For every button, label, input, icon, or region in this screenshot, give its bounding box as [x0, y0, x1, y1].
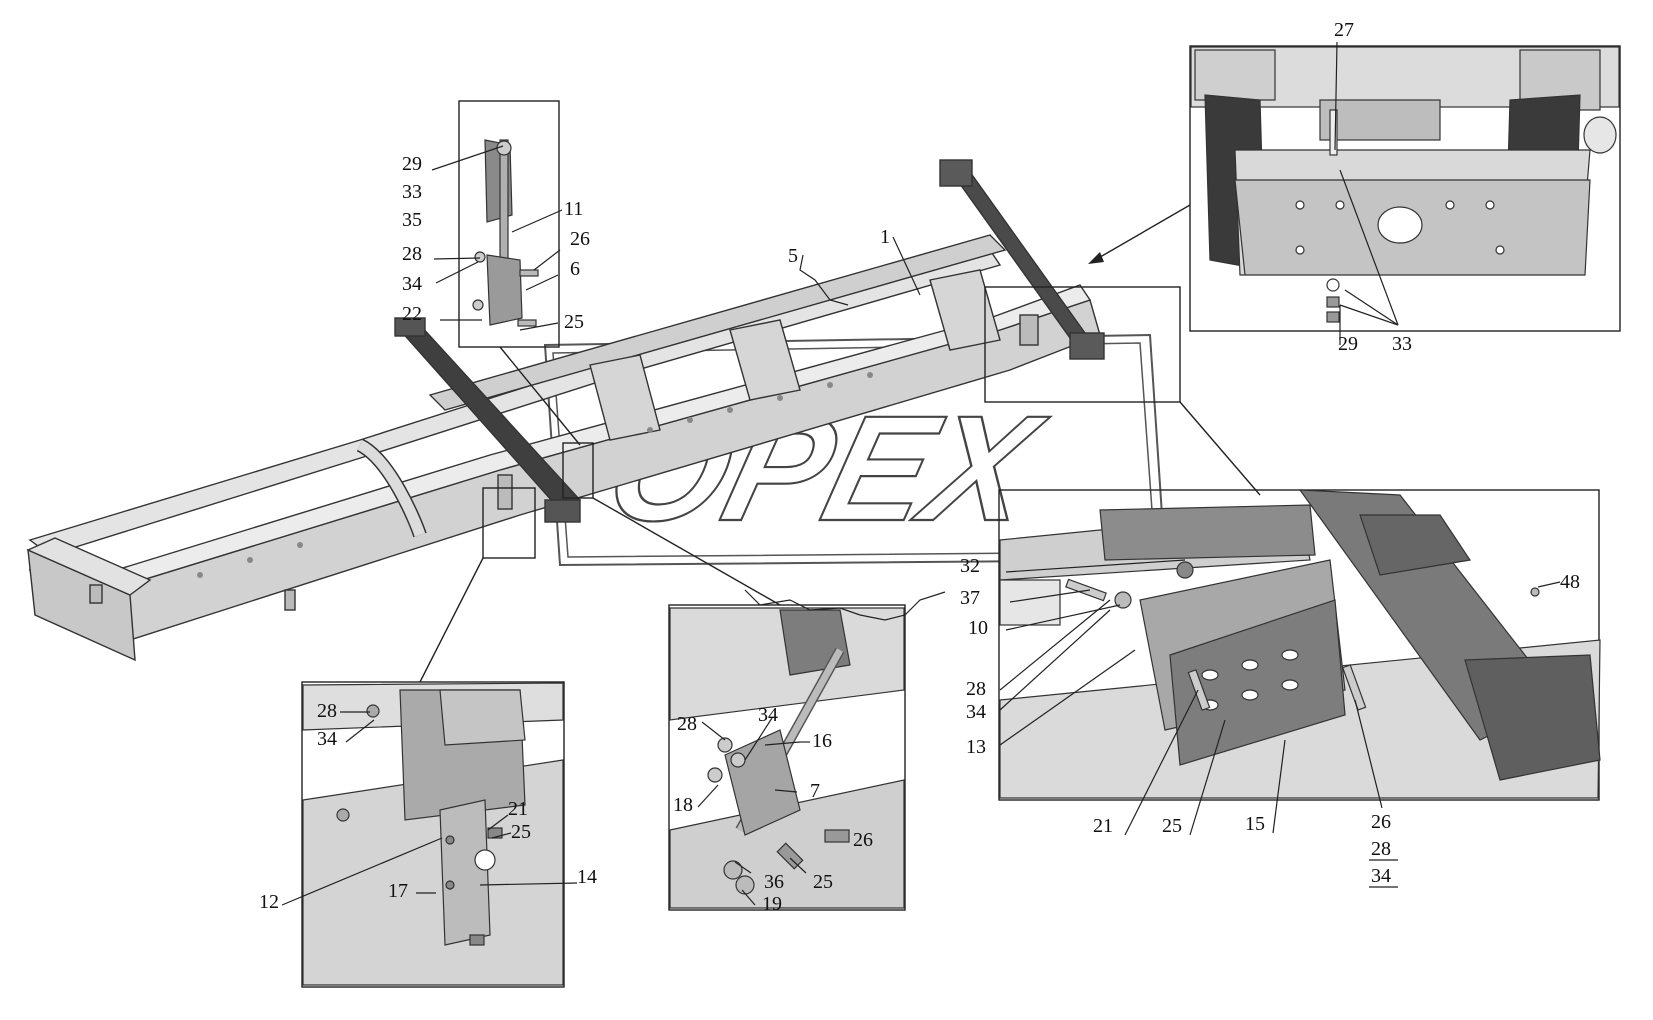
top-detail-parts [472, 139, 539, 327]
left-detail-parts [302, 682, 564, 986]
callout-35: 35 [402, 209, 422, 231]
callout-28-d: 28 [317, 700, 337, 722]
center-detail-parts [669, 607, 905, 909]
callout-labels: 29 33 35 11 26 28 34 6 22 25 5 1 27 29 3… [259, 19, 1580, 915]
callout-28-b: 28 [966, 678, 986, 700]
callout-11: 11 [564, 198, 583, 220]
callout-34-d: 34 [317, 728, 337, 750]
right-detail-parts [999, 489, 1601, 799]
callout-29: 29 [402, 153, 422, 175]
callout-1: 1 [880, 226, 890, 248]
callout-10: 10 [968, 617, 988, 639]
callout-34-b: 34 [966, 701, 986, 723]
leader-lines [281, 41, 1561, 906]
callout-25-c: 25 [511, 821, 531, 843]
callout-32: 32 [960, 555, 980, 577]
callout-29-b: 29 [1338, 333, 1358, 355]
right-source-frame [984, 286, 1181, 403]
callout-18: 18 [673, 794, 693, 816]
callout-36: 36 [764, 871, 784, 893]
callout-25-d: 25 [813, 871, 833, 893]
callout-5: 5 [788, 245, 798, 267]
callout-28-c: 28 [1371, 838, 1391, 860]
callout-7: 7 [810, 780, 820, 802]
left-detail-frame [301, 681, 565, 988]
callout-21-b: 21 [1093, 815, 1113, 837]
callout-16: 16 [812, 730, 832, 752]
callout-33-b: 33 [1392, 333, 1412, 355]
top-right-detail-parts [1190, 46, 1620, 323]
detail-frames [301, 45, 1621, 988]
callout-34-c: 34 [1371, 865, 1391, 887]
callout-25-b: 25 [1162, 815, 1182, 837]
callout-27: 27 [1334, 19, 1354, 41]
callout-48: 48 [1560, 571, 1580, 593]
callout-25: 25 [564, 311, 584, 333]
callout-12: 12 [259, 891, 279, 913]
top-right-detail-frame [1189, 45, 1621, 332]
callout-26-c: 26 [853, 829, 873, 851]
callout-34-e: 34 [758, 704, 778, 726]
top-detail-frame [458, 100, 560, 348]
detail-arrow [1088, 204, 1191, 264]
callout-37: 37 [960, 587, 980, 609]
center-detail-frame [668, 604, 906, 911]
chassis-frame [26, 159, 1105, 662]
callout-28-e: 28 [677, 713, 697, 735]
callout-19: 19 [762, 893, 782, 915]
callout-15: 15 [1245, 813, 1265, 835]
callout-26: 26 [570, 228, 590, 250]
callout-28: 28 [402, 243, 422, 265]
callout-13: 13 [966, 736, 986, 758]
callout-26-b: 26 [1371, 811, 1391, 833]
callout-22: 22 [402, 303, 422, 325]
callout-21: 21 [508, 798, 528, 820]
callout-17: 17 [388, 880, 408, 902]
callout-33: 33 [402, 181, 422, 203]
callout-6: 6 [570, 258, 580, 280]
left-source-frame [482, 487, 536, 559]
callout-34: 34 [402, 273, 422, 295]
callout-14: 14 [577, 866, 597, 888]
